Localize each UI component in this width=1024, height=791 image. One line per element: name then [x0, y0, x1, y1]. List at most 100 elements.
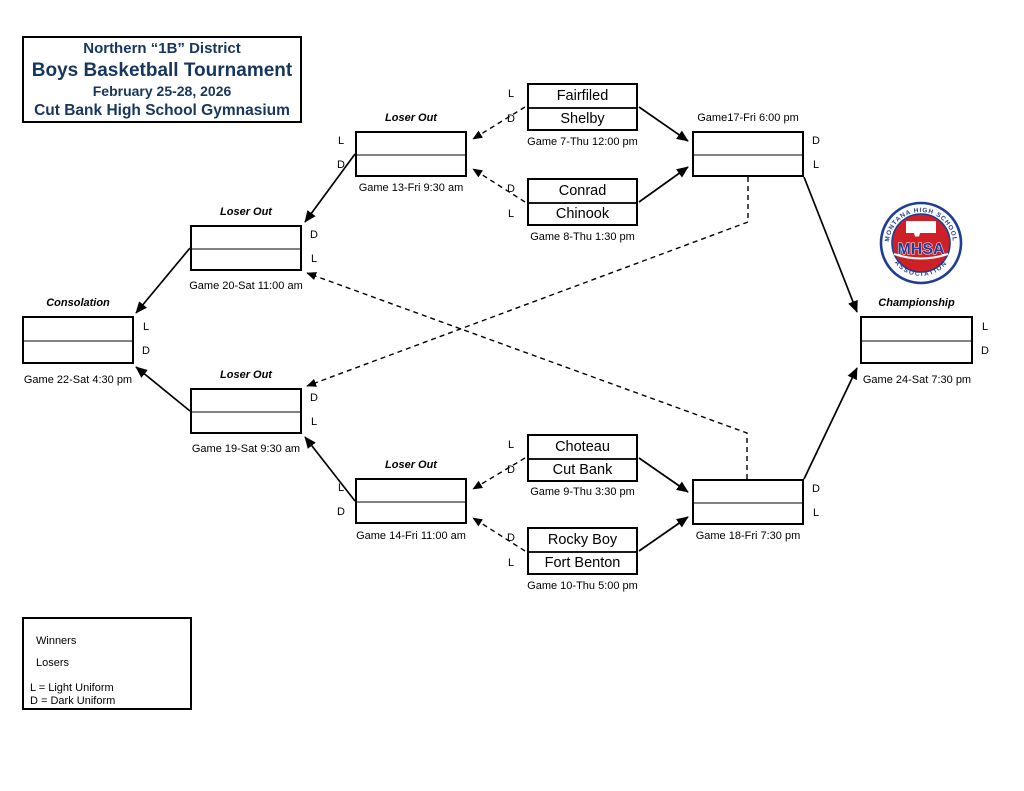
winner-lines	[135, 106, 858, 552]
game10-top-uniform: D	[507, 532, 515, 544]
tournament-title-box: Northern “1B” District Boys Basketball T…	[22, 36, 302, 123]
winner-line-g13-g20	[304, 153, 356, 223]
loser-lines	[306, 106, 749, 552]
game17-bottom-slot	[694, 154, 802, 175]
game10-top-team: Rocky Boy	[547, 532, 618, 548]
winner-line-g19-g22	[135, 366, 191, 412]
winner-line-g10-g18	[638, 516, 689, 552]
game14-bottom-slot	[357, 501, 465, 522]
game13-tag: Loser Out	[385, 112, 437, 124]
legend-light-uniform: L = Light Uniform	[30, 682, 114, 694]
game14-tag: Loser Out	[385, 459, 437, 471]
game17-top-uniform: D	[812, 135, 820, 147]
loser-line-g9-g14	[472, 457, 526, 490]
game19-bottom-uniform: L	[310, 416, 318, 428]
game20-bottom-uniform: L	[310, 253, 318, 265]
game10-label: Game 10-Thu 5:00 pm	[527, 580, 638, 592]
winner-line-g14-g19	[304, 436, 356, 502]
loser-line-g18-g20	[306, 272, 748, 479]
game14-top-slot	[357, 480, 465, 501]
mhsa-logo: MONTANA HIGH SCHOOL ASSOCIATION MHSA	[879, 201, 963, 285]
legend-dark-uniform: D = Dark Uniform	[30, 695, 116, 707]
game14-top-uniform: L	[337, 482, 345, 494]
game19-bottom-slot	[192, 411, 300, 432]
logo-swoosh	[893, 253, 949, 260]
game20-bottom-slot	[192, 248, 300, 269]
winner-line-g17-g24	[803, 176, 858, 313]
game8-bottom-team: Chinook	[529, 202, 636, 224]
game17-label: Game17-Fri 6:00 pm	[697, 112, 799, 124]
game9-box: Choteau Cut Bank	[527, 434, 638, 482]
game22-top-uniform: L	[142, 321, 150, 333]
game22-bottom-slot	[24, 340, 132, 362]
game19-top-uniform: D	[310, 392, 318, 404]
game14-bottom-uniform: D	[337, 506, 345, 518]
game22-bottom-uniform: D	[142, 345, 150, 357]
game20-top-uniform: D	[310, 229, 318, 241]
game10-box: Rocky Boy Fort Benton	[527, 527, 638, 575]
montana-state-icon	[906, 221, 936, 237]
game9-bottom-uniform: D	[507, 464, 515, 476]
winner-line-g7-g17	[638, 106, 689, 142]
game20-box	[190, 225, 302, 271]
tournament-district: Northern “1B” District	[83, 39, 241, 57]
game20-label: Game 20-Sat 11:00 am	[189, 280, 303, 292]
legend-losers-label: Losers	[36, 657, 70, 669]
game24-tag: Championship	[878, 297, 955, 309]
legend-winners-label: Winners	[36, 635, 77, 647]
game17-box	[692, 131, 804, 177]
tournament-name: Boys Basketball Tournament	[31, 59, 293, 81]
game7-label: Game 7-Thu 12:00 pm	[527, 136, 638, 148]
game7-top-team: Fairfiled	[556, 88, 609, 104]
game13-top-uniform: L	[337, 135, 345, 147]
game13-box	[355, 131, 467, 177]
game19-top-slot	[192, 390, 300, 411]
game19-box	[190, 388, 302, 434]
game20-top-slot	[192, 227, 300, 248]
game24-box	[860, 316, 973, 364]
game17-top-slot	[694, 133, 802, 154]
game22-label: Game 22-Sat 4:30 pm	[23, 374, 133, 386]
game13-top-slot	[357, 133, 465, 154]
game18-top-slot	[694, 481, 802, 502]
game14-box	[355, 478, 467, 524]
game8-bottom-uniform: L	[507, 208, 515, 220]
game22-top-slot	[24, 318, 132, 340]
game22-box	[22, 316, 134, 364]
game9-top-team: Choteau	[555, 439, 610, 455]
game8-box: Conrad Chinook	[527, 178, 638, 226]
winner-line-g9-g18	[638, 457, 689, 493]
game18-box	[692, 479, 804, 525]
winner-line-g18-g24	[803, 367, 858, 480]
legend-box	[22, 617, 192, 710]
loser-line-g8-g13	[472, 168, 526, 203]
game8-top-uniform: D	[507, 183, 515, 195]
winner-line-g8-g17	[638, 166, 689, 203]
game19-label: Game 19-Sat 9:30 am	[191, 443, 301, 455]
game19-tag: Loser Out	[220, 369, 272, 381]
loser-line-g17-g19	[306, 177, 749, 387]
game24-top-slot	[862, 318, 971, 340]
game18-bottom-slot	[694, 502, 802, 523]
loser-line-g7-g13	[472, 106, 526, 140]
game24-bottom-uniform: D	[981, 345, 989, 357]
game20-tag: Loser Out	[220, 206, 272, 218]
game9-top-uniform: L	[507, 439, 515, 451]
game24-label: Game 24-Sat 7:30 pm	[862, 374, 972, 386]
logo-center-text: MHSA	[897, 241, 945, 258]
game10-bottom-team: Fort Benton	[529, 551, 636, 573]
game7-bottom-team: Shelby	[529, 107, 636, 129]
tournament-venue: Cut Bank High School Gymnasium	[34, 101, 290, 119]
game7-bottom-uniform: D	[507, 113, 515, 125]
game7-box: Fairfiled Shelby	[527, 83, 638, 131]
game13-label: Game 13-Fri 9:30 am	[358, 182, 464, 194]
game24-bottom-slot	[862, 340, 971, 362]
game9-label: Game 9-Thu 3:30 pm	[530, 486, 635, 498]
tournament-dates: February 25-28, 2026	[92, 82, 232, 99]
game17-bottom-uniform: L	[812, 159, 820, 171]
game22-tag: Consolation	[46, 297, 110, 309]
game13-bottom-uniform: D	[337, 159, 345, 171]
game13-bottom-slot	[357, 154, 465, 175]
game24-top-uniform: L	[981, 321, 989, 333]
